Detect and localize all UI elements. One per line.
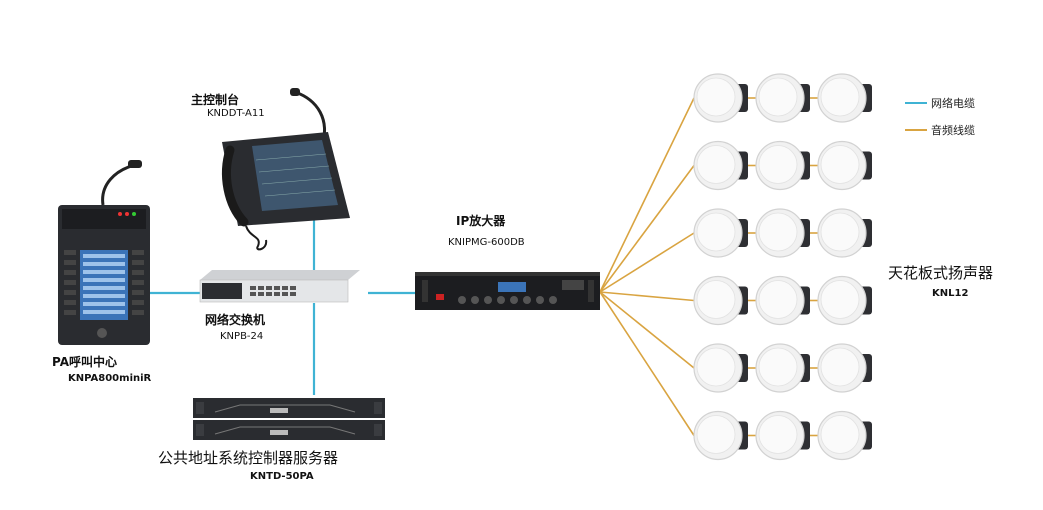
ceiling-speaker bbox=[755, 73, 810, 123]
ceiling-speaker bbox=[693, 208, 748, 258]
ceiling-speaker bbox=[755, 140, 810, 191]
amplifier-name-label: IP放大器 bbox=[456, 214, 506, 228]
legend-audio-label: 音频线缆 bbox=[931, 124, 975, 137]
legend-network-label: 网络电缆 bbox=[931, 97, 975, 110]
legend-audio-swatch bbox=[905, 129, 927, 131]
main-console-device bbox=[222, 88, 350, 251]
audio-cable-row-1 bbox=[599, 97, 695, 293]
audio-cable-row-3 bbox=[599, 232, 695, 293]
server-unit-top bbox=[193, 398, 385, 418]
server-unit-bottom bbox=[193, 420, 385, 440]
ceiling-speaker bbox=[817, 140, 872, 191]
ceiling-speaker bbox=[817, 208, 872, 258]
console-screen bbox=[252, 140, 338, 211]
amplifier-model-label: KNIPMG-600DB bbox=[448, 237, 525, 248]
ceiling-speaker bbox=[817, 73, 872, 123]
console-handset bbox=[222, 145, 249, 227]
ceiling-speaker bbox=[693, 73, 748, 123]
legend-network-swatch bbox=[905, 102, 927, 104]
server-model-label: KNTD-50PA bbox=[250, 471, 314, 482]
call-center-screen bbox=[80, 250, 128, 320]
ceiling-speaker bbox=[693, 275, 748, 326]
pa-call-center-device bbox=[58, 160, 150, 345]
console-name-label: 主控制台 bbox=[191, 93, 240, 107]
speakers-model-label: KNL12 bbox=[932, 288, 969, 299]
ceiling-speaker bbox=[693, 343, 748, 393]
ceiling-speaker bbox=[817, 410, 872, 461]
ceiling-speaker bbox=[693, 410, 748, 461]
ceiling-speaker-array bbox=[693, 73, 872, 461]
legend-audio: 音频线缆 bbox=[905, 122, 975, 138]
ceiling-speaker bbox=[755, 275, 810, 326]
call-center-name-label: PA呼叫中心 bbox=[52, 355, 117, 369]
audio-cable-row-4 bbox=[599, 291, 695, 302]
audio-cable-row-6 bbox=[599, 291, 695, 436]
console-model-label: KNDDT-A11 bbox=[207, 108, 265, 119]
network-cables bbox=[150, 215, 415, 395]
speakers-name-label: 天花板式扬声器 bbox=[888, 264, 994, 282]
server-name-label: 公共地址系统控制器服务器 bbox=[158, 449, 339, 467]
switch-name-label: 网络交换机 bbox=[205, 313, 266, 327]
switch-model-label: KNPB-24 bbox=[220, 331, 264, 342]
ceiling-speaker bbox=[755, 343, 810, 393]
ceiling-speaker bbox=[817, 343, 872, 393]
controller-server-device bbox=[193, 398, 385, 440]
ceiling-speaker bbox=[755, 208, 810, 258]
microphone-gooseneck bbox=[101, 163, 136, 206]
amplifier-display bbox=[498, 282, 526, 292]
ceiling-speaker bbox=[817, 275, 872, 326]
network-switch-device bbox=[199, 270, 360, 303]
call-center-model-label: KNPA800miniR bbox=[68, 373, 152, 384]
legend-network: 网络电缆 bbox=[905, 95, 975, 111]
ceiling-speaker bbox=[693, 140, 748, 191]
ip-amplifier-device bbox=[415, 272, 600, 310]
ceiling-speaker bbox=[755, 410, 810, 461]
audio-cable-row-2 bbox=[599, 165, 695, 293]
audio-cable-row-5 bbox=[599, 291, 695, 369]
